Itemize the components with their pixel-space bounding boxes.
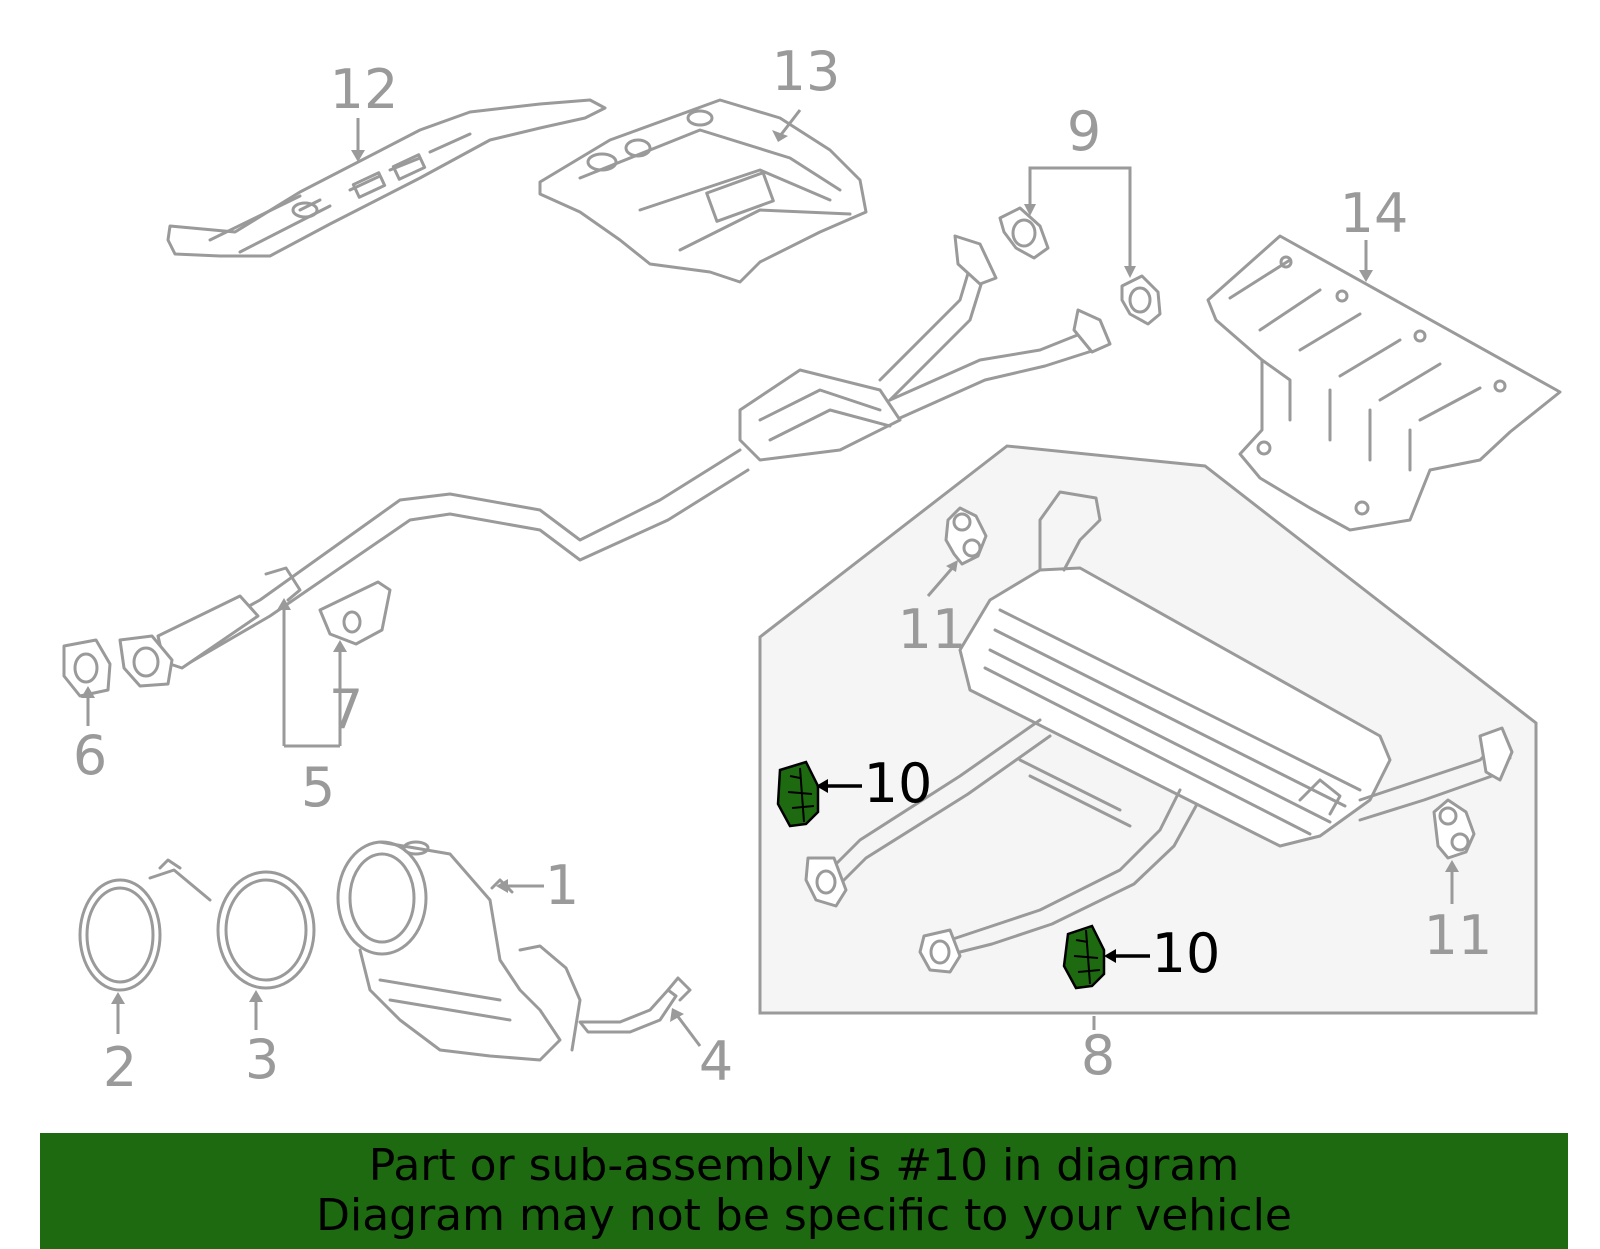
part-6-gasket [62,638,112,698]
part-2-clamp [78,858,212,992]
callout-6: 6 [73,724,107,787]
part-12-heat-shield [166,98,607,258]
callout-5: 5 [301,756,335,819]
part-8-rear-muffler-assembly [804,490,1514,974]
part-5-hanger [264,566,302,602]
info-banner: Part or sub-assembly is #10 in diagram D… [40,1133,1568,1249]
part-11-hanger-upper [944,506,988,566]
callout-7: 7 [329,678,363,741]
part-10-insulator-lower [1062,924,1106,990]
part-4-bracket [578,976,692,1034]
callout-1: 1 [545,854,579,917]
part-10-insulator-upper [776,760,820,828]
callout-9: 9 [1067,100,1101,163]
banner-line-2: Diagram may not be specific to your vehi… [316,1190,1292,1241]
callout-10-lower: 10 [1152,922,1221,985]
callout-11-upper: 11 [898,598,967,661]
callout-10-upper: 10 [864,752,933,815]
callout-14: 14 [1340,182,1409,245]
callout-12: 12 [330,58,399,121]
callout-2: 2 [103,1036,137,1099]
part-13-heat-shield [538,98,868,284]
callout-8: 8 [1081,1024,1115,1087]
callout-13: 13 [772,40,841,103]
part-7-bracket [318,580,392,646]
part-9-gaskets [998,206,1162,326]
leader-lines [81,109,1459,1047]
callout-11-lower: 11 [1424,904,1493,967]
banner-line-1: Part or sub-assembly is #10 in diagram [368,1140,1240,1191]
part-3-gasket-ring [216,870,316,990]
callout-4: 4 [699,1030,733,1093]
catalytic-converter [336,840,582,1062]
part-14-heat-shield [1206,234,1562,532]
center-exhaust-pipe [118,234,1112,688]
part-11-hanger-lower [1432,798,1476,860]
callout-3: 3 [245,1028,279,1091]
